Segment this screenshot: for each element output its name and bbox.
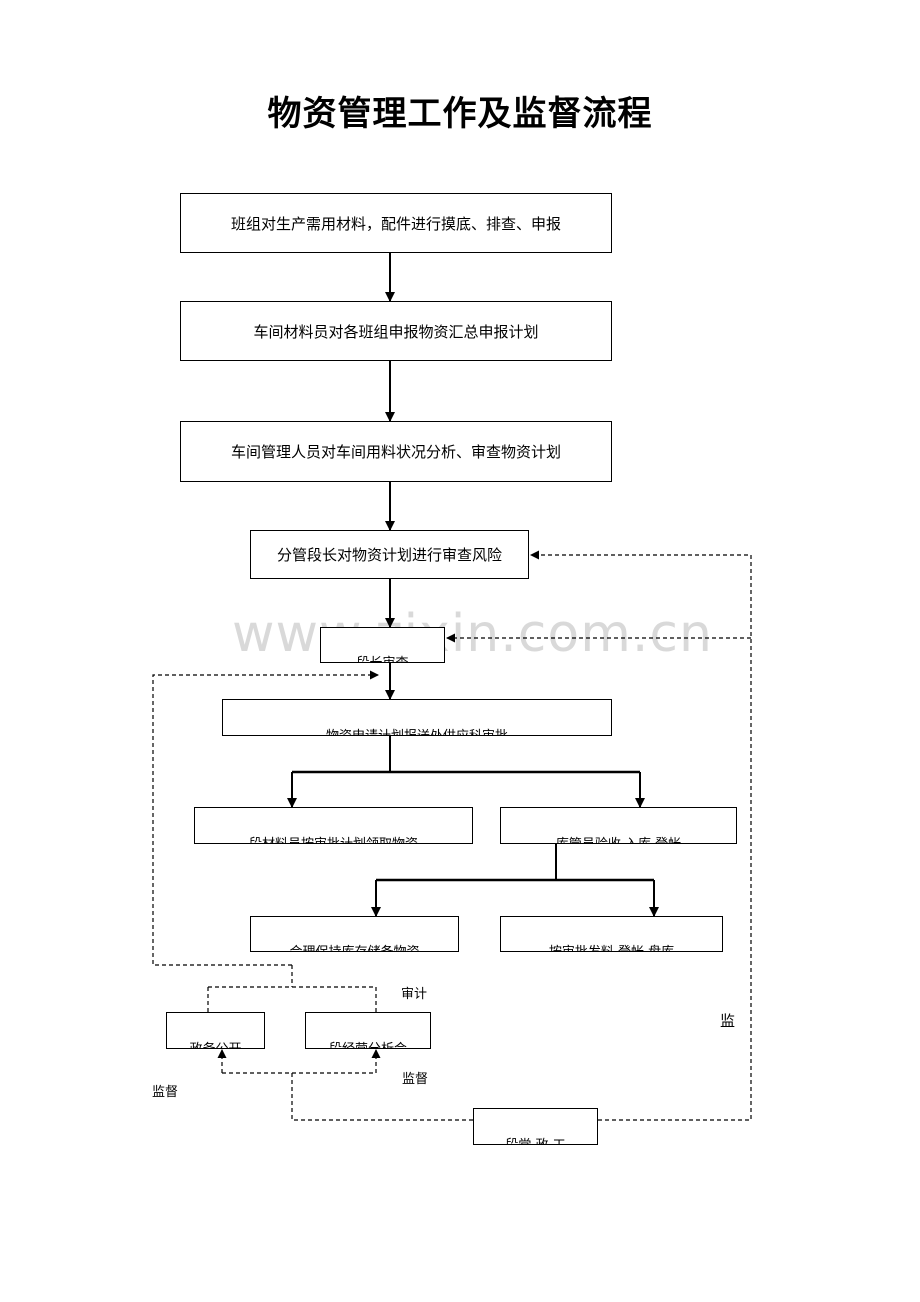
dashed-left-loop [152,670,379,966]
step-submit-supply: 物资申请计划报送处供应科审批 [222,699,612,736]
step-submit-supply-label: 物资申请计划报送处供应科审批 [326,725,508,735]
dashed-right-main [530,550,752,1121]
label-supervise-mid: 监督 [402,1072,429,1087]
dashed-s10-up [291,1073,473,1121]
step-issue-materials: 按审批发料 登帐 盘库 [500,916,723,952]
label-supervise-left: 监督 [152,1085,179,1100]
step-public-affairs-label: 政务公开 [189,1038,241,1048]
watermark: www.zixin.com.cn [232,604,713,664]
step-party-admin: 段党 政 工 [473,1108,598,1145]
step-deputy-review: 分管段长对物资计划进行审查风险 [250,530,529,579]
step-warehouse-intake: 库管员验收 入库 登帐 [500,807,737,844]
step-keep-stock-label: 合理保持库存储备物资 [289,941,419,951]
label-supervise-right: 监 [720,1012,736,1030]
step-workshop-review: 车间管理人员对车间用料状况分析、审查物资计划 [180,421,612,482]
step-workshop-summary: 车间材料员对各班组申报物资汇总申报计划 [180,301,612,361]
step-business-meeting: 段经营分析会 [305,1012,431,1049]
step-collect-materials: 段材料员按审批计划领取物资 [194,807,473,844]
step-chief-review: 段长审查 [320,627,445,663]
step-party-admin-label: 段党 政 工 [505,1134,565,1144]
step-workshop-review-label: 车间管理人员对车间用料状况分析、审查物资计划 [230,443,561,461]
step-business-meeting-label: 段经营分析会 [329,1038,407,1048]
step-keep-stock: 合理保持库存储备物资 [250,916,459,952]
page-title: 物资管理工作及监督流程 [267,94,653,134]
step-crew-survey-label: 班组对生产需用材料，配件进行摸底、排查、申报 [230,214,561,233]
step-public-affairs: 政务公开 [166,1012,265,1049]
step-issue-materials-label: 按审批发料 登帐 盘库 [549,941,674,951]
step-chief-review-label: 段长审查 [356,652,408,662]
label-audit: 审计 [401,987,428,1002]
step-deputy-review-label: 分管段长对物资计划进行审查风险 [276,546,502,564]
step-warehouse-intake-label: 库管员验收 入库 登帐 [556,833,681,843]
step-crew-survey: 班组对生产需用材料，配件进行摸底、排查、申报 [180,193,612,253]
step-workshop-summary-label: 车间材料员对各班组申报物资汇总申报计划 [253,322,539,341]
step-collect-materials-label: 段材料员按审批计划领取物资 [249,833,418,843]
